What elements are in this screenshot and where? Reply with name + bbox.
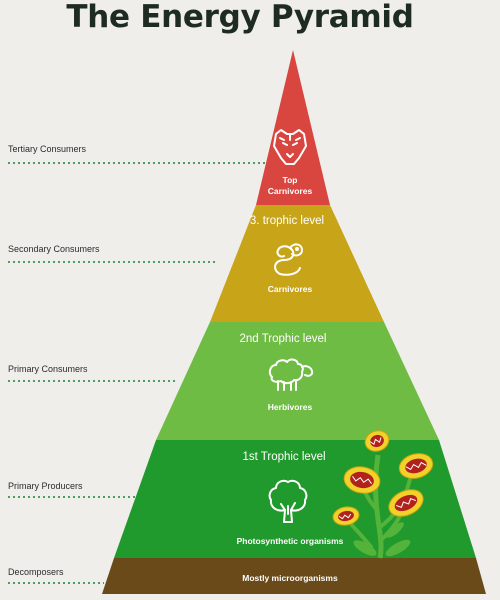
- tiger-icon: [273, 129, 307, 165]
- label-decomposers: Decomposers: [8, 567, 64, 577]
- tier-top-carnivores: [256, 50, 330, 205]
- first-tier-desc: Photosynthetic organisms: [237, 536, 344, 546]
- label-primary-producers: Primary Producers: [8, 481, 83, 491]
- venus-flytrap-illustration: [332, 430, 434, 559]
- second-tier-desc: Herbivores: [268, 402, 313, 412]
- tier-carnivores: [210, 205, 384, 322]
- tree-icon: [268, 479, 308, 523]
- third-tier-desc: Carnivores: [268, 284, 313, 294]
- third-tier-level-label: 3. trophic level: [250, 215, 324, 227]
- label-primary-consumers: Primary Consumers: [8, 364, 88, 374]
- base-tier-desc: Mostly microorganisms: [242, 573, 338, 583]
- tier-decomposers: [102, 558, 486, 594]
- page-title: The Energy Pyramid: [66, 0, 414, 35]
- sheep-icon: [268, 358, 314, 391]
- tier-herbivores: [156, 322, 439, 440]
- top-tier-desc-line1: Top: [283, 175, 298, 185]
- snake-icon: [274, 243, 303, 276]
- first-tier-level-label: 1st Trophic level: [242, 451, 325, 463]
- top-tier-desc-line2: Carnivores: [268, 186, 313, 196]
- label-secondary-consumers: Secondary Consumers: [8, 244, 100, 254]
- second-tier-level-label: 2nd Trophic level: [240, 333, 327, 345]
- tier-producers: [114, 440, 476, 558]
- label-tertiary-consumers: Tertiary Consumers: [8, 144, 87, 154]
